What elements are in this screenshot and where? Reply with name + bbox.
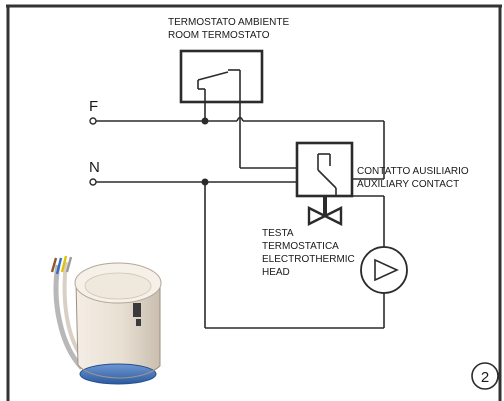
neutral-junction-dot [201,178,209,186]
head-label-line1: TESTA [262,228,294,239]
aux-contact-label-en: AUXILIARY CONTACT [357,179,459,190]
neutral-terminal [89,178,97,186]
head-label-line4: HEAD [262,267,290,278]
head-label-line2: TERMOSTATICA [262,241,339,252]
actuator-image [50,255,162,385]
pump-symbol [360,246,408,294]
valve-symbol [307,196,343,226]
phase-junction-dot [201,117,209,125]
control-wire [239,102,296,169]
room-thermostat [179,49,264,120]
head-label-line3: ELECTROTHERMIC [262,254,355,265]
diagram-frame [6,4,502,401]
figure-number: 2 [481,369,489,386]
neutral-label: N [89,159,100,176]
auxiliary-switch-blade [317,169,337,189]
phase-label: F [89,98,98,115]
pump-wire [352,195,385,247]
phase-terminal [89,117,97,125]
auxiliary-contact [295,141,354,198]
room-thermostat-label-en: ROOM TERMOSTATO [168,30,270,41]
room-thermostat-label-it: TERMOSTATO AMBIENTE [168,17,289,28]
aux-contact-label-it: CONTATTO AUSILIARIO [357,166,469,177]
auxiliary-contact-box [295,141,354,198]
neutral-wire [96,181,385,329]
phase-wire [96,116,385,180]
figure-number-badge: 2 [471,362,499,390]
thermostat-switch-blade [197,71,229,81]
room-thermostat-box [179,49,264,104]
